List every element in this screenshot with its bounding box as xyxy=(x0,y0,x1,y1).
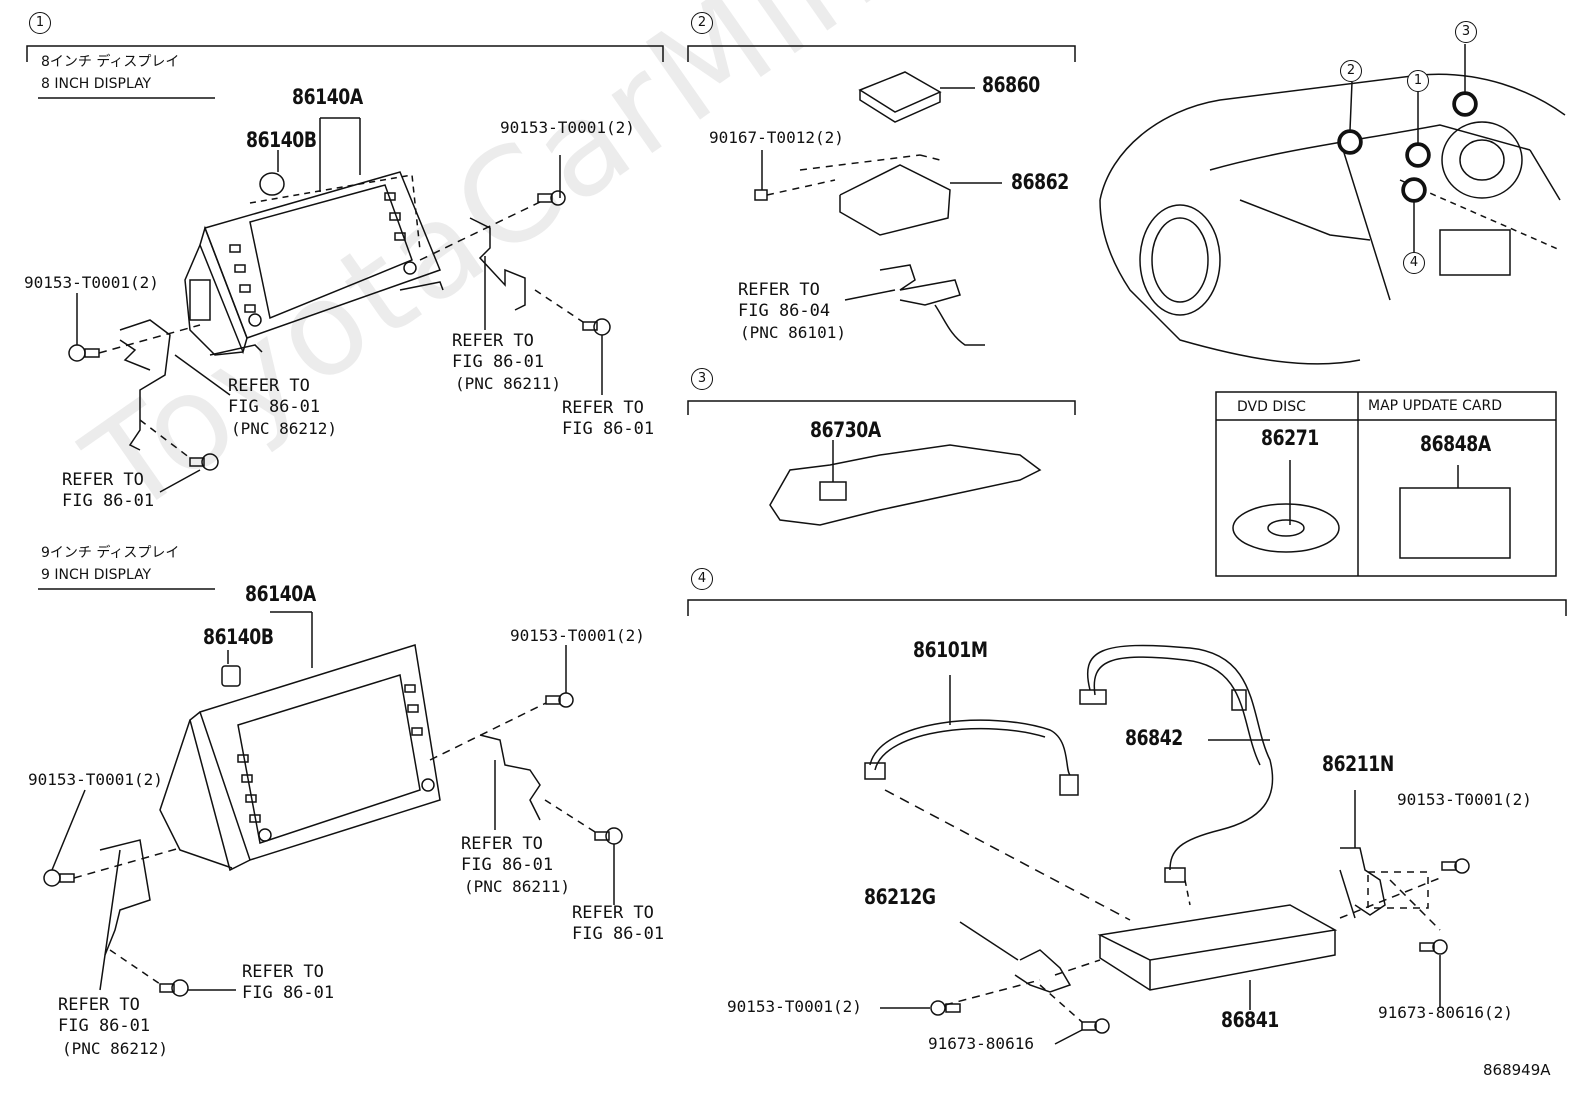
display8-refer-center-2[interactable]: FIG 86-01 xyxy=(452,352,545,372)
car-locator-drawing xyxy=(1099,44,1566,365)
display9-refer-bottom-2[interactable]: FIG 86-01 xyxy=(242,983,335,1003)
part-86841[interactable]: 86841 xyxy=(1221,1008,1279,1032)
display9-bolt-left[interactable]: 90153-T0001(2) xyxy=(28,770,163,789)
display9-refer-right-1[interactable]: REFER TO xyxy=(572,903,654,923)
section-1-bracket xyxy=(26,45,664,62)
part-86271[interactable]: 86271 xyxy=(1261,426,1319,450)
display8-refer-left-1[interactable]: REFER TO xyxy=(228,376,310,396)
section2-refer-2[interactable]: FIG 86-04 xyxy=(738,301,831,321)
section-2-bracket xyxy=(687,45,1076,62)
locator-marker-4: 4 xyxy=(1403,252,1425,274)
display8-refer-right-1[interactable]: REFER TO xyxy=(562,398,644,418)
section-3-number: 3 xyxy=(691,368,713,390)
display8-part-86140b[interactable]: 86140B xyxy=(246,128,317,152)
section-1-number: 1 xyxy=(29,12,51,34)
display8-refer-center-1[interactable]: REFER TO xyxy=(452,331,534,351)
section2-refer-3[interactable]: (PNC 86101) xyxy=(740,323,846,342)
display8-refer-bottom-1[interactable]: REFER TO xyxy=(62,470,144,490)
part-86842[interactable]: 86842 xyxy=(1125,726,1183,750)
display8-title-en: 8 INCH DISPLAY xyxy=(41,76,152,92)
figure-code: 868949A xyxy=(1483,1061,1551,1079)
display9-refer-left-1[interactable]: REFER TO xyxy=(58,995,140,1015)
display9-unit-drawing xyxy=(43,611,623,997)
section3-connector xyxy=(819,481,847,501)
display8-refer-right-2[interactable]: FIG 86-01 xyxy=(562,419,655,439)
display9-part-86140b[interactable]: 86140B xyxy=(203,625,274,649)
screw-91673-bottom[interactable]: 91673-80616 xyxy=(928,1034,1034,1053)
locator-marker-3: 3 xyxy=(1455,21,1477,43)
display8-bolt-right[interactable]: 90153-T0001(2) xyxy=(500,118,635,137)
section4-bolt-left[interactable]: 90153-T0001(2) xyxy=(727,997,862,1016)
display8-unit-drawing xyxy=(68,117,611,493)
section2-refer-1[interactable]: REFER TO xyxy=(738,280,820,300)
media-table-frame xyxy=(1215,391,1557,577)
part-86862[interactable]: 86862 xyxy=(1011,170,1069,194)
display9-refer-center-1[interactable]: REFER TO xyxy=(461,834,543,854)
part-86848a[interactable]: 86848A xyxy=(1420,432,1491,456)
section4-bolt-right[interactable]: 90153-T0001(2) xyxy=(1397,790,1532,809)
dvd-disc-header: DVD DISC xyxy=(1237,399,1306,415)
display9-refer-center-3[interactable]: (PNC 86211) xyxy=(464,877,570,896)
map-update-card-header: MAP UPDATE CARD xyxy=(1368,398,1502,414)
display8-part-86140a[interactable]: 86140A xyxy=(292,85,363,109)
locator-marker-2: 2 xyxy=(1340,60,1362,82)
display8-bolt-left[interactable]: 90153-T0001(2) xyxy=(24,273,159,292)
display9-refer-right-2[interactable]: FIG 86-01 xyxy=(572,924,665,944)
section-4-bracket xyxy=(687,599,1567,616)
display9-refer-left-3[interactable]: (PNC 86212) xyxy=(62,1039,168,1058)
display8-refer-left-2[interactable]: FIG 86-01 xyxy=(228,397,321,417)
part-86860[interactable]: 86860 xyxy=(982,73,1040,97)
screw-91673-right[interactable]: 91673-80616(2) xyxy=(1378,1003,1513,1022)
display9-refer-left-2[interactable]: FIG 86-01 xyxy=(58,1016,151,1036)
screw-90167[interactable]: 90167-T0012(2) xyxy=(709,128,844,147)
part-86211n[interactable]: 86211N xyxy=(1322,752,1394,776)
section3-drawing xyxy=(769,444,1042,526)
display9-part-86140a[interactable]: 86140A xyxy=(245,582,316,606)
section-3-bracket xyxy=(687,400,1076,415)
display9-title-en: 9 INCH DISPLAY xyxy=(41,567,152,583)
part-86212g[interactable]: 86212G xyxy=(864,885,936,909)
display9-refer-center-2[interactable]: FIG 86-01 xyxy=(461,855,554,875)
part-86730a[interactable]: 86730A xyxy=(810,418,881,442)
locator-marker-1: 1 xyxy=(1407,70,1429,92)
display9-title-jp: 9インチ ディスプレイ xyxy=(41,545,180,561)
section-2-number: 2 xyxy=(691,12,713,34)
display8-refer-bottom-2[interactable]: FIG 86-01 xyxy=(62,491,155,511)
section4-drawing xyxy=(864,644,1470,1045)
part-86101m[interactable]: 86101M xyxy=(913,638,988,662)
display8-title-jp: 8インチ ディスプレイ xyxy=(41,54,180,70)
display8-refer-left-3[interactable]: (PNC 86212) xyxy=(231,419,337,438)
section-4-number: 4 xyxy=(691,568,713,590)
display8-refer-center-3[interactable]: (PNC 86211) xyxy=(455,374,561,393)
section2-drawing xyxy=(754,71,1002,346)
display9-bolt-right[interactable]: 90153-T0001(2) xyxy=(510,626,645,645)
display9-refer-bottom-1[interactable]: REFER TO xyxy=(242,962,324,982)
